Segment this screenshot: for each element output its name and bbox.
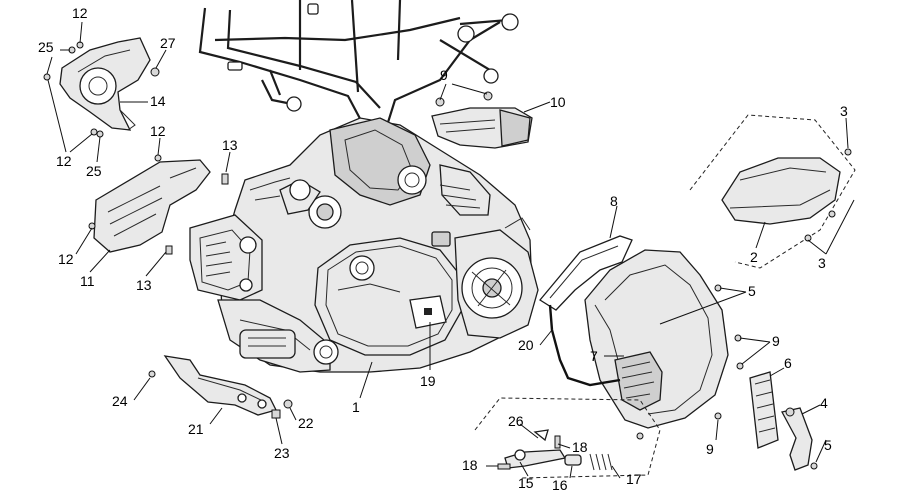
callout-5-top: 5 (748, 283, 756, 299)
callout-13-bottom: 13 (136, 277, 152, 293)
callout-1: 1 (352, 399, 360, 415)
callout-17: 17 (626, 471, 642, 487)
callout-21: 21 (188, 421, 204, 437)
callout-labels: 12 25 27 14 12 25 12 13 12 11 13 9 10 3 … (38, 5, 848, 493)
callout-11: 11 (80, 273, 95, 289)
callout-10: 10 (550, 94, 566, 110)
callout-22: 22 (298, 415, 314, 431)
part-7-cvt-cover (584, 249, 729, 429)
callout-18-left: 18 (462, 457, 478, 473)
callout-4: 4 (820, 395, 828, 411)
callout-9-bottom: 9 (706, 441, 714, 457)
callout-15: 15 (518, 475, 534, 491)
callout-7: 7 (590, 348, 598, 364)
callout-2: 2 (750, 249, 758, 265)
part-20-hose (548, 304, 621, 387)
callout-25-left: 25 (86, 163, 102, 179)
callout-8: 8 (610, 193, 618, 209)
callout-14: 14 (150, 93, 166, 109)
callout-6: 6 (784, 355, 792, 371)
callout-23: 23 (274, 445, 290, 461)
callout-26: 26 (508, 413, 524, 429)
part-11-heat-shield (93, 159, 211, 253)
linkage-group (474, 397, 661, 479)
callout-3-top: 3 (840, 103, 848, 119)
part-10-air-duct (431, 107, 533, 149)
hardware-fasteners (43, 41, 852, 470)
part-14-cover (59, 37, 151, 131)
part-4-curved-cover (781, 407, 813, 471)
callout-18-right: 18 (572, 439, 588, 455)
part-21-bracket (163, 355, 277, 416)
callout-16: 16 (552, 477, 568, 493)
callout-20: 20 (518, 337, 534, 353)
callout-27: 27 (160, 35, 176, 51)
callout-9-top: 9 (440, 67, 448, 83)
part-6-filter (749, 371, 779, 449)
callout-5-bottom: 5 (824, 437, 832, 453)
callout-12-shield: 12 (150, 123, 166, 139)
callout-19: 19 (420, 373, 436, 389)
callout-12-top: 12 (72, 5, 88, 21)
callout-13-top: 13 (222, 137, 238, 153)
leader-lines (46, 21, 855, 479)
callout-24: 24 (112, 393, 128, 409)
part-2-side-cover (689, 114, 856, 269)
callout-3-bottom: 3 (818, 255, 826, 271)
part-8-gasket (539, 235, 633, 311)
callout-9-right: 9 (772, 333, 780, 349)
callout-12-bottom: 12 (58, 251, 74, 267)
callout-12-left: 12 (56, 153, 72, 169)
callout-25-top: 25 (38, 39, 54, 55)
engine-assembly (189, 117, 539, 373)
